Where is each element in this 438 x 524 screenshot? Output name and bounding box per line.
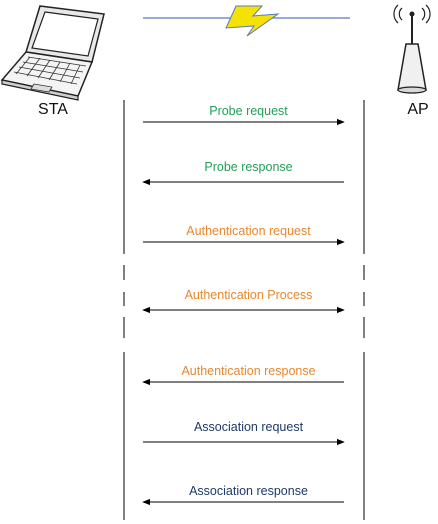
message-label: Probe request	[209, 104, 288, 118]
wireless-link-icon	[143, 5, 350, 37]
laptop-icon	[0, 5, 105, 101]
access-point-icon	[393, 4, 431, 94]
sta-label: STA	[38, 101, 68, 118]
message-label: Authentication request	[186, 224, 311, 238]
message-label: Association response	[189, 484, 308, 498]
message-label: Authentication Process	[184, 288, 313, 302]
message-label: Authentication response	[181, 364, 316, 378]
ap-label: AP	[407, 101, 429, 118]
message-label: Association request	[193, 420, 304, 434]
message-label: Probe response	[204, 160, 293, 174]
